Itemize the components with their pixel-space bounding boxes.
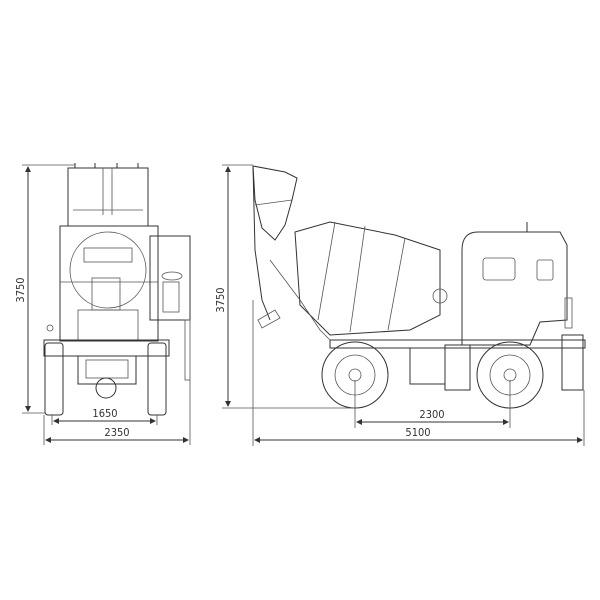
side-view [252,165,586,409]
front-dimensions: 3750 1650 2350 [14,164,191,445]
mixer-drum [257,221,448,341]
front-axle [43,324,170,416]
wheelbase-label: 2300 [419,408,444,421]
front-frame [59,225,191,381]
cab [461,222,573,346]
chassis [321,334,586,409]
overall-length-label: 5100 [405,426,430,439]
front-height-label: 3750 [14,277,27,302]
overall-width-label: 2350 [104,426,129,439]
side-height-label: 3750 [214,287,227,312]
side-hopper [252,165,298,321]
front-view [43,163,191,416]
track-width-label: 1650 [92,407,117,420]
front-hopper [67,163,149,227]
side-dimensions: 3750 2300 5100 [214,164,585,446]
